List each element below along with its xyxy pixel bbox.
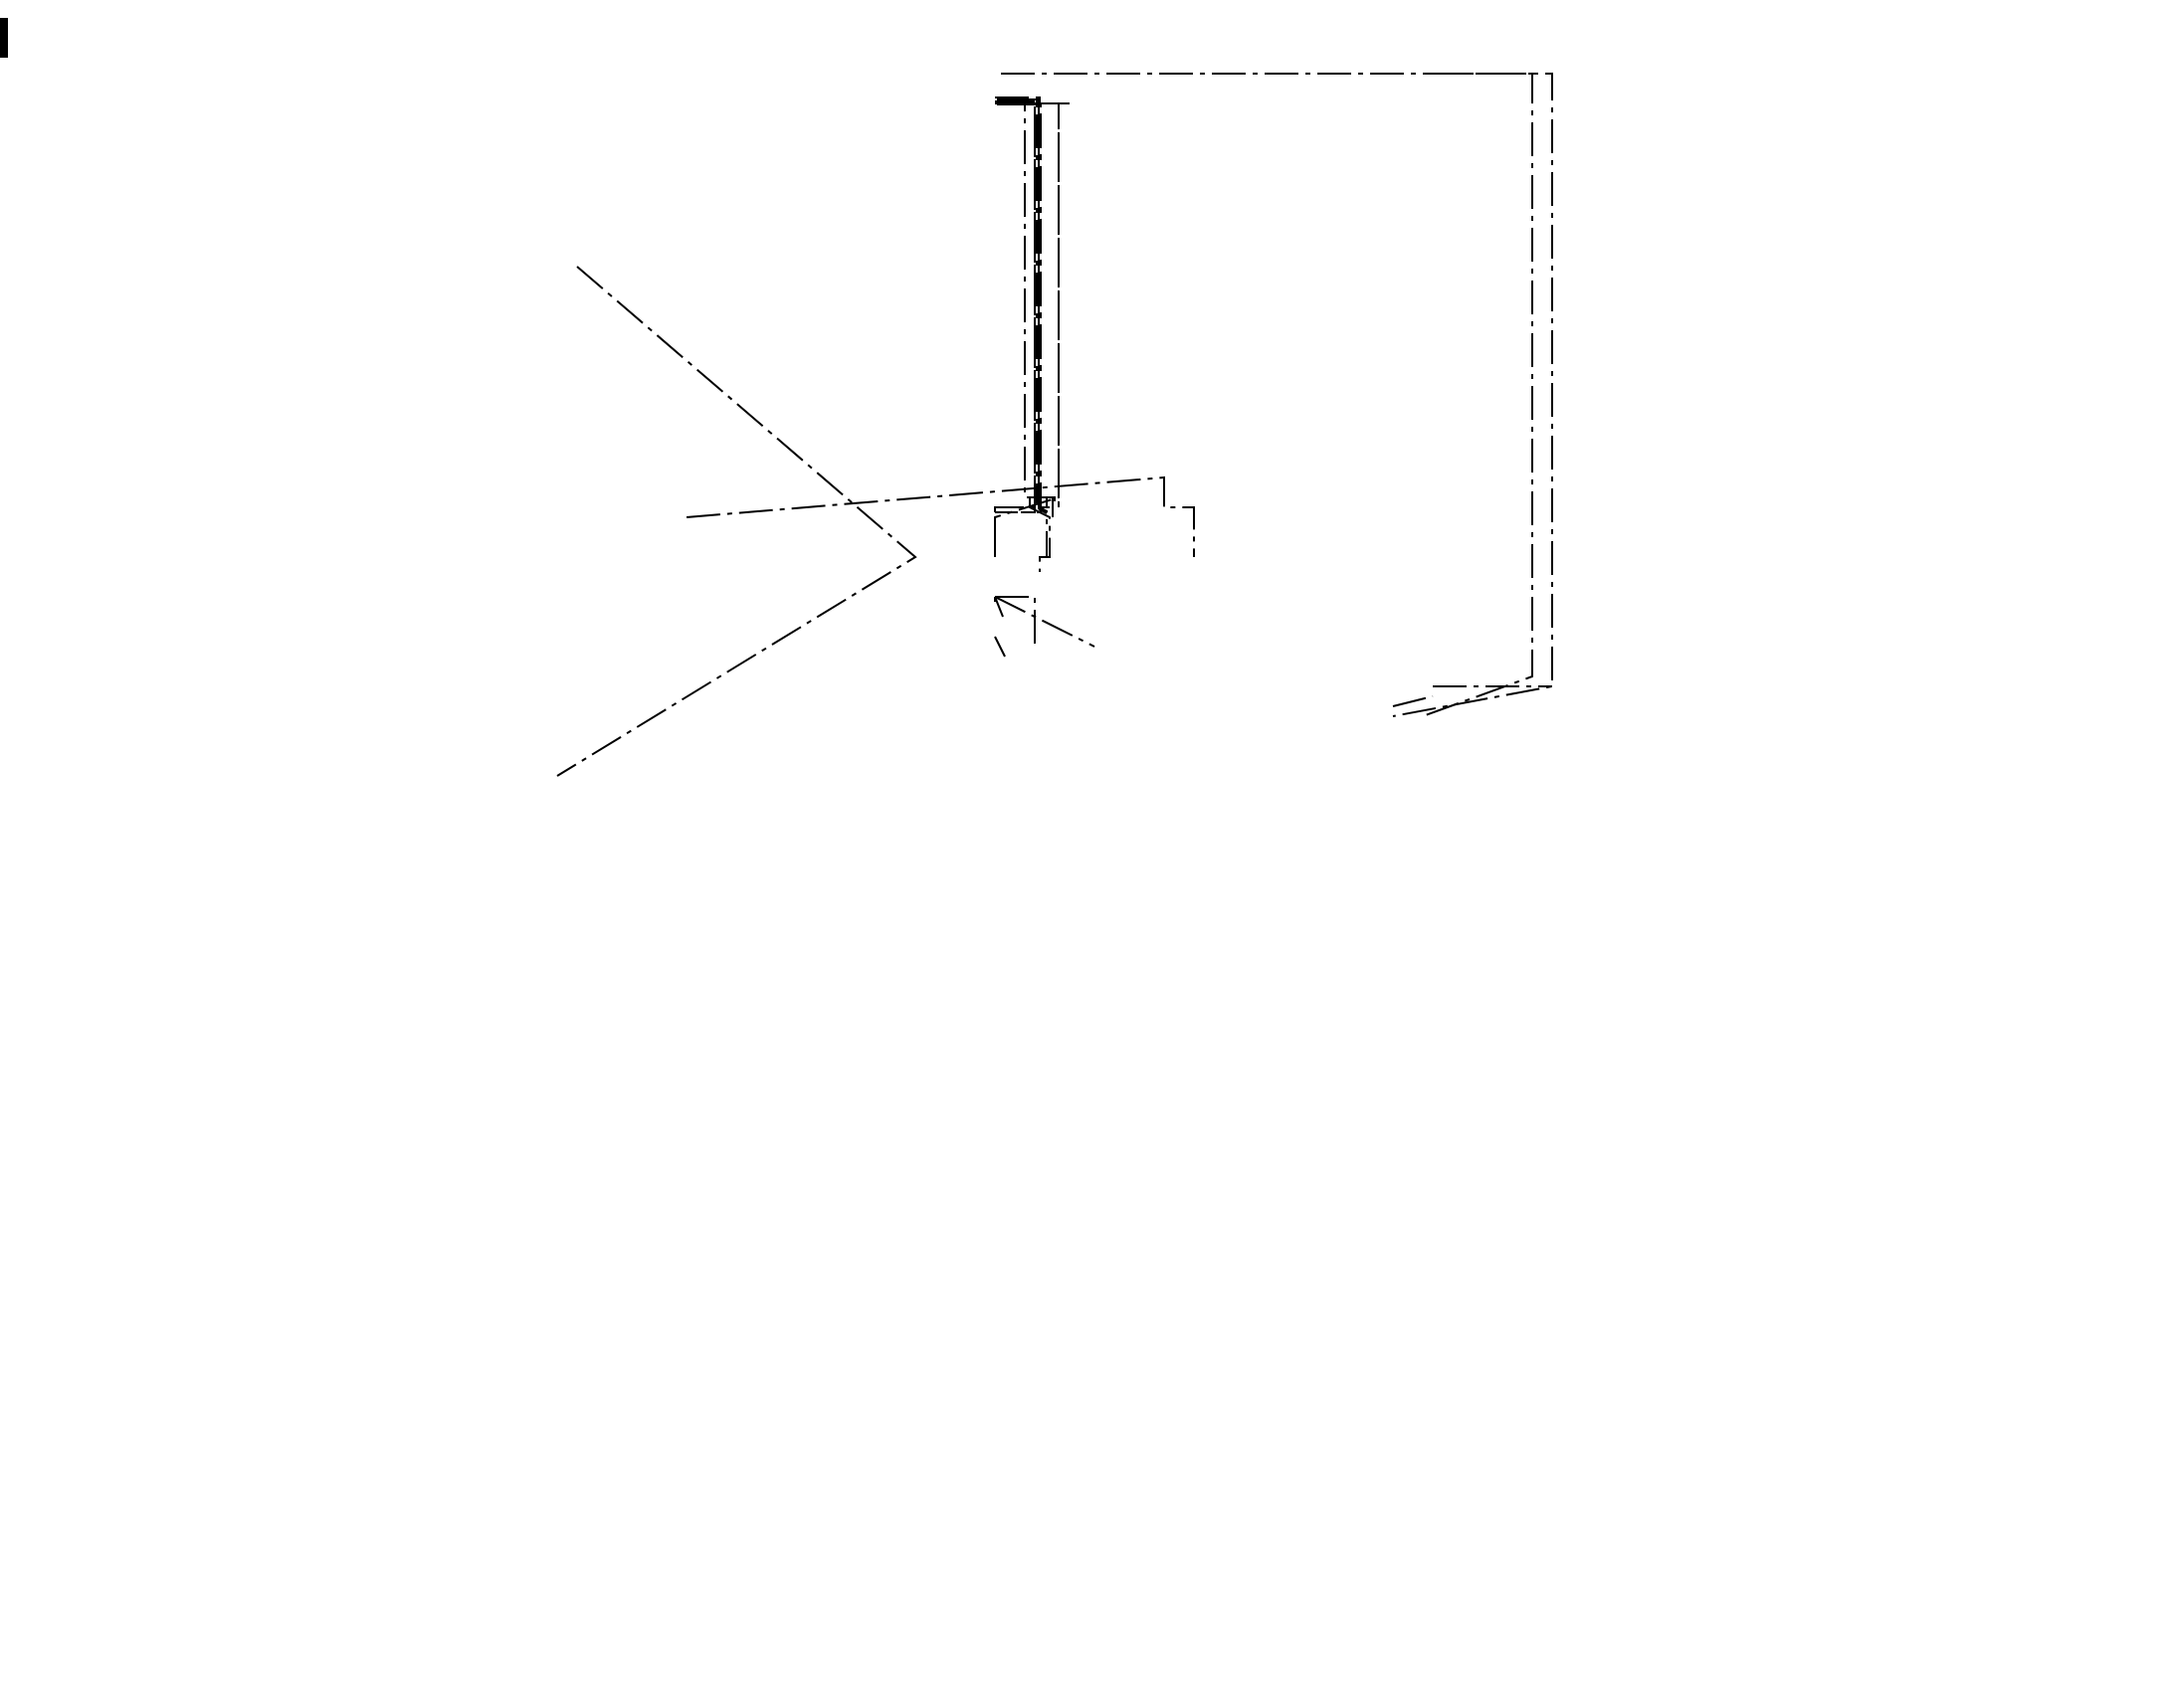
- visible-dashed-lines: [997, 73, 1553, 686]
- assembly-dash-set: [1015, 73, 1553, 717]
- corner-mark: [0, 18, 8, 58]
- exploded-view-lines: [1001, 73, 1533, 717]
- primary-assembly-lines: [556, 102, 1195, 777]
- assembly-lines: [994, 102, 1054, 658]
- dash-lines-real: [995, 73, 1532, 105]
